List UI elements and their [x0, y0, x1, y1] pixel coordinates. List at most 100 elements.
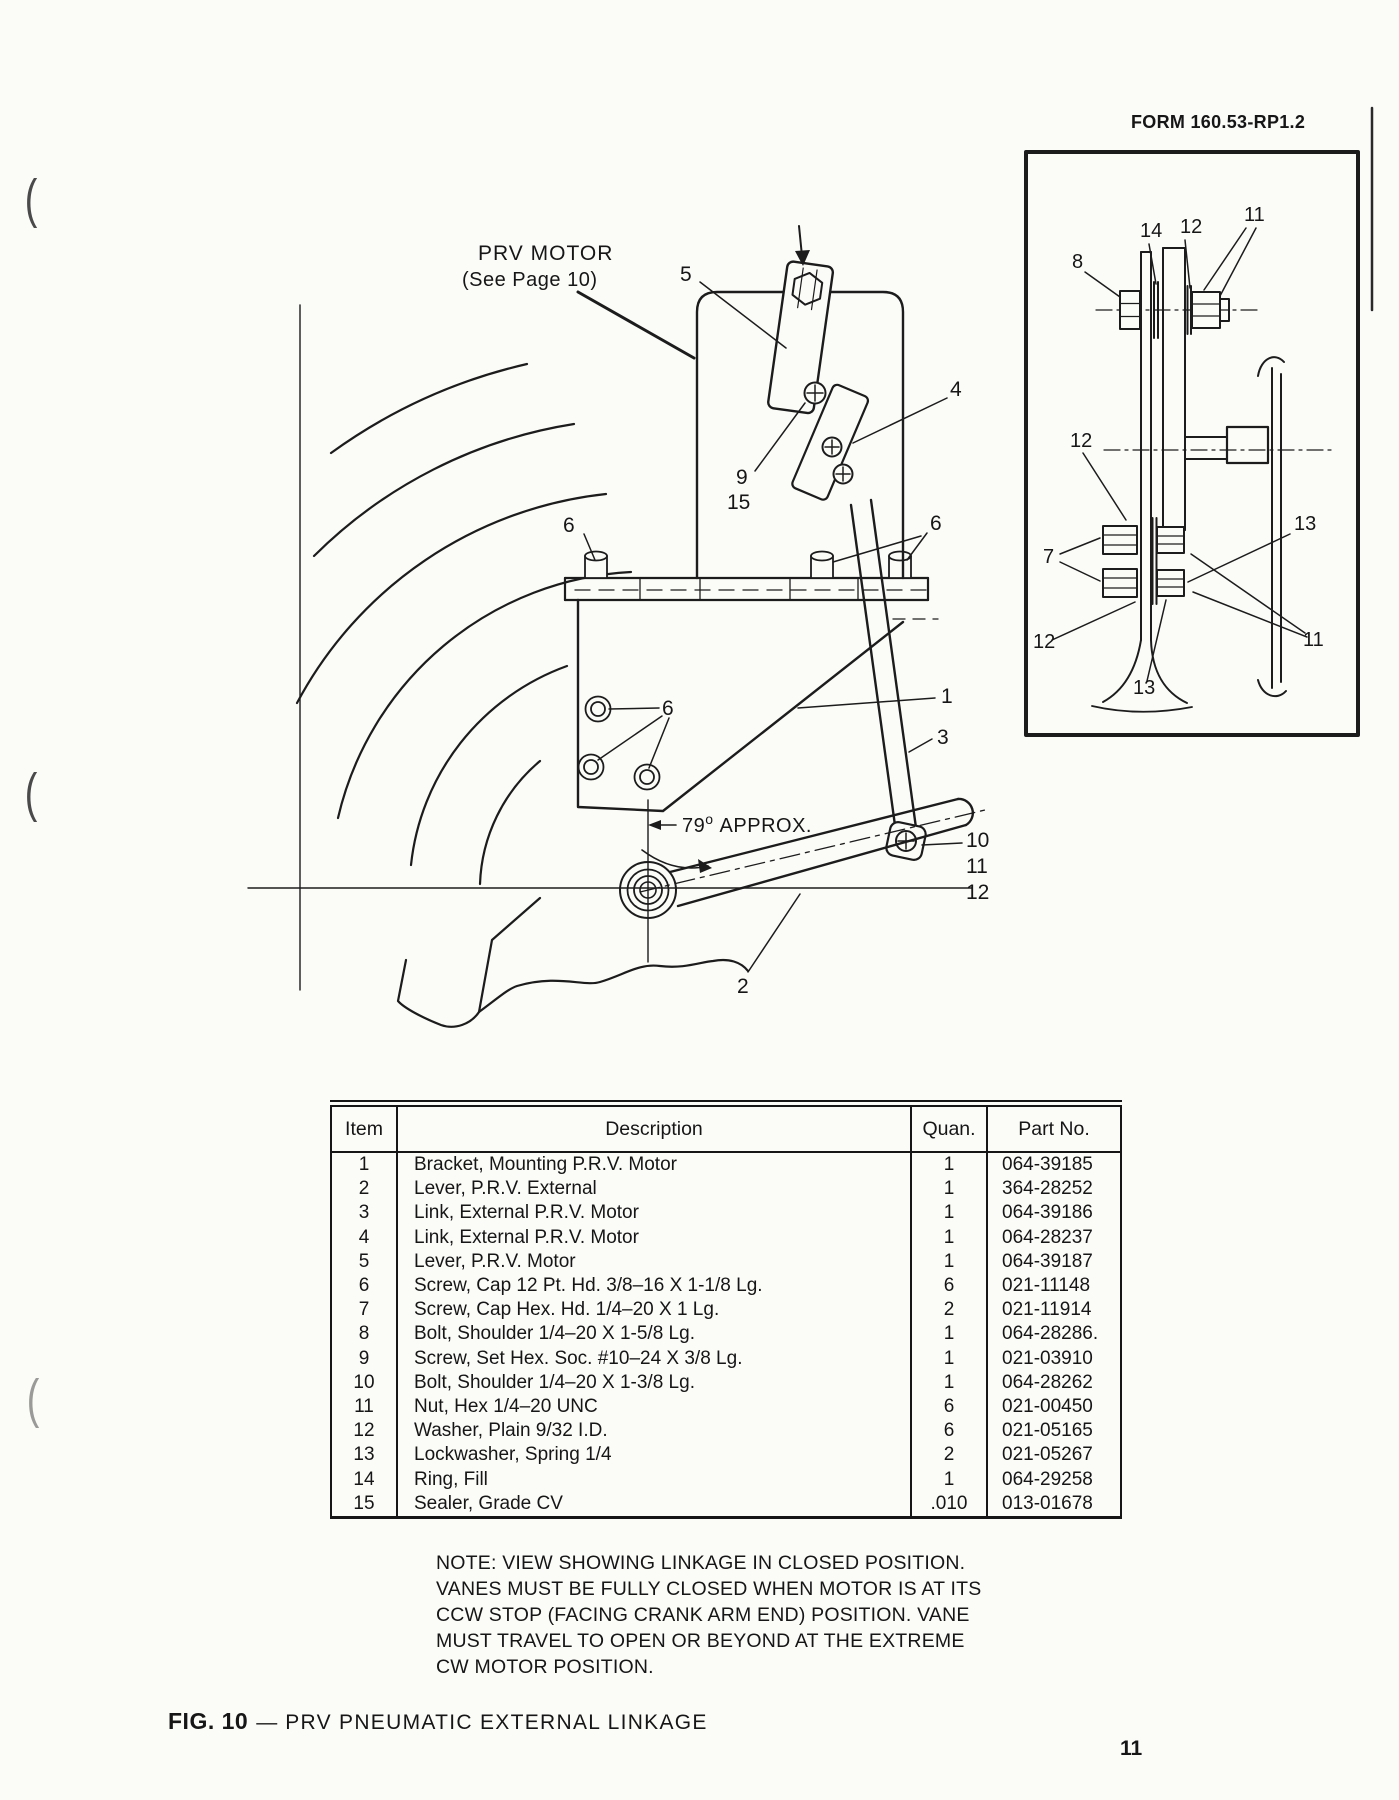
- col-header-item: Item: [331, 1106, 398, 1153]
- quan-cell: 1: [911, 1249, 988, 1274]
- inset-callout-12-mid: 12: [1070, 430, 1092, 452]
- inset-callout-12-top: 12: [1180, 216, 1202, 238]
- description-cell: Sealer, Grade CV: [397, 1491, 912, 1518]
- part-no-cell: 021-00450: [1002, 1395, 1093, 1417]
- shaft-hub: [619, 861, 677, 919]
- callout-9: 9: [736, 466, 748, 489]
- inset-border: [1024, 150, 1360, 737]
- main-drawing: [247, 225, 986, 1028]
- crank-arm-centerline: [639, 809, 986, 893]
- part-no-cell: 064-28237: [1002, 1226, 1093, 1248]
- housing-arcs: [295, 362, 633, 886]
- callout-3: 3: [937, 726, 949, 749]
- table-header-row: Item Description Quan. Part No.: [331, 1106, 1121, 1153]
- callout-2: 2: [737, 975, 749, 998]
- item-cell: 12: [331, 1419, 398, 1444]
- note-line: CCW STOP (FACING CRANK ARM END) POSITION…: [436, 1604, 970, 1626]
- quan-cell: 1: [911, 1201, 988, 1226]
- part-no-cell: 021-05165: [1002, 1420, 1093, 1442]
- lower-bolt-assemblies: [1102, 517, 1185, 605]
- description-cell: Lockwasher, Spring 1/4: [397, 1443, 912, 1468]
- description-cell: Link, External P.R.V. Motor: [397, 1225, 912, 1250]
- callout-6-left: 6: [563, 514, 575, 537]
- description-cell: Nut, Hex 1/4–20 UNC: [397, 1394, 912, 1420]
- item-cell: 2: [331, 1177, 398, 1202]
- quan-cell: .010: [911, 1491, 988, 1518]
- item-cell: 8: [331, 1322, 398, 1347]
- item-cell: 15: [331, 1491, 398, 1518]
- item-cell: 5: [331, 1249, 398, 1274]
- note-line: VANES MUST BE FULLY CLOSED WHEN MOTOR IS…: [436, 1578, 982, 1600]
- note-block: NOTE: VIEW SHOWING LINKAGE IN CLOSED POS…: [436, 1550, 981, 1680]
- form-number: FORM 160.53-RP1.2: [1131, 112, 1306, 132]
- quan-cell: 1: [911, 1152, 988, 1178]
- quan-cell: 1: [911, 1370, 988, 1395]
- note-line: NOTE: VIEW SHOWING LINKAGE IN CLOSED POS…: [436, 1552, 966, 1574]
- callout-10: 10: [966, 829, 989, 852]
- description-cell: Screw, Cap Hex. Hd. 1/4–20 X 1 Lg.: [397, 1298, 912, 1323]
- item-cell: 10: [331, 1370, 398, 1395]
- inset-callout-8: 8: [1072, 251, 1083, 273]
- quan-cell: 6: [911, 1273, 988, 1299]
- inset-callout-7: 7: [1043, 546, 1054, 568]
- item-cell: 11: [331, 1394, 398, 1420]
- arm-and-bracket: [1184, 356, 1287, 698]
- quan-cell: 6: [911, 1419, 988, 1444]
- callout-12: 12: [966, 881, 989, 904]
- part-no-cell: 364-28252: [1002, 1178, 1093, 1200]
- description-cell: Lever, P.R.V. Motor: [397, 1249, 912, 1274]
- quan-cell: 2: [911, 1443, 988, 1468]
- callout-4: 4: [950, 378, 962, 401]
- plate-cap-screws: [584, 550, 912, 579]
- inset-callout-11-bottom: 11: [1303, 629, 1324, 651]
- item-cell: 6: [331, 1273, 398, 1299]
- description-cell: Screw, Set Hex. Soc. #10–24 X 3/8 Lg.: [397, 1346, 912, 1371]
- housing-break-edge: [396, 896, 750, 1028]
- part-no-cell: 064-39185: [1002, 1154, 1093, 1176]
- inset-callout-14: 14: [1140, 220, 1162, 242]
- item-cell: 1: [331, 1152, 398, 1178]
- angle-annotation: [641, 820, 712, 873]
- bracket-bolt-holes: [577, 695, 661, 791]
- item-cell: 9: [331, 1346, 398, 1371]
- top-bolt-assembly: [1119, 281, 1230, 339]
- item-cell: 3: [331, 1201, 398, 1226]
- figure-title: PRV PNEUMATIC EXTERNAL LINKAGE: [285, 1711, 708, 1734]
- description-cell: Bolt, Shoulder 1/4–20 X 1-5/8 Lg.: [397, 1322, 912, 1347]
- hex-facet: [810, 269, 818, 311]
- description-cell: Link, External P.R.V. Motor: [397, 1201, 912, 1226]
- inset-callout-13-bottom: 13: [1133, 677, 1155, 699]
- callout-11: 11: [966, 855, 988, 878]
- external-link: [849, 498, 919, 842]
- inset-detail: [1024, 150, 1360, 737]
- quan-cell: 1: [911, 1225, 988, 1250]
- scan-artifact-mark: (: [26, 1369, 40, 1429]
- quan-cell: 1: [911, 1177, 988, 1202]
- scan-artifact-mark: (: [24, 169, 38, 229]
- item-cell: 14: [331, 1467, 398, 1492]
- description-cell: Bolt, Shoulder 1/4–20 X 1-3/8 Lg.: [397, 1370, 912, 1395]
- col-header-description: Description: [397, 1106, 912, 1153]
- callout-6-mid: 6: [662, 697, 674, 720]
- callout-1: 1: [941, 685, 953, 708]
- col-header-part-no: Part No.: [987, 1106, 1121, 1153]
- part-no-cell: 021-03910: [1002, 1347, 1093, 1369]
- part-no-cell: 064-29258: [1002, 1468, 1093, 1490]
- motor-label-line2: (See Page 10): [462, 269, 597, 291]
- mounting-plate: [563, 576, 930, 602]
- description-cell: Lever, P.R.V. External: [397, 1177, 912, 1202]
- inset-callout-13-right: 13: [1294, 513, 1316, 535]
- item-cell: 13: [331, 1443, 398, 1468]
